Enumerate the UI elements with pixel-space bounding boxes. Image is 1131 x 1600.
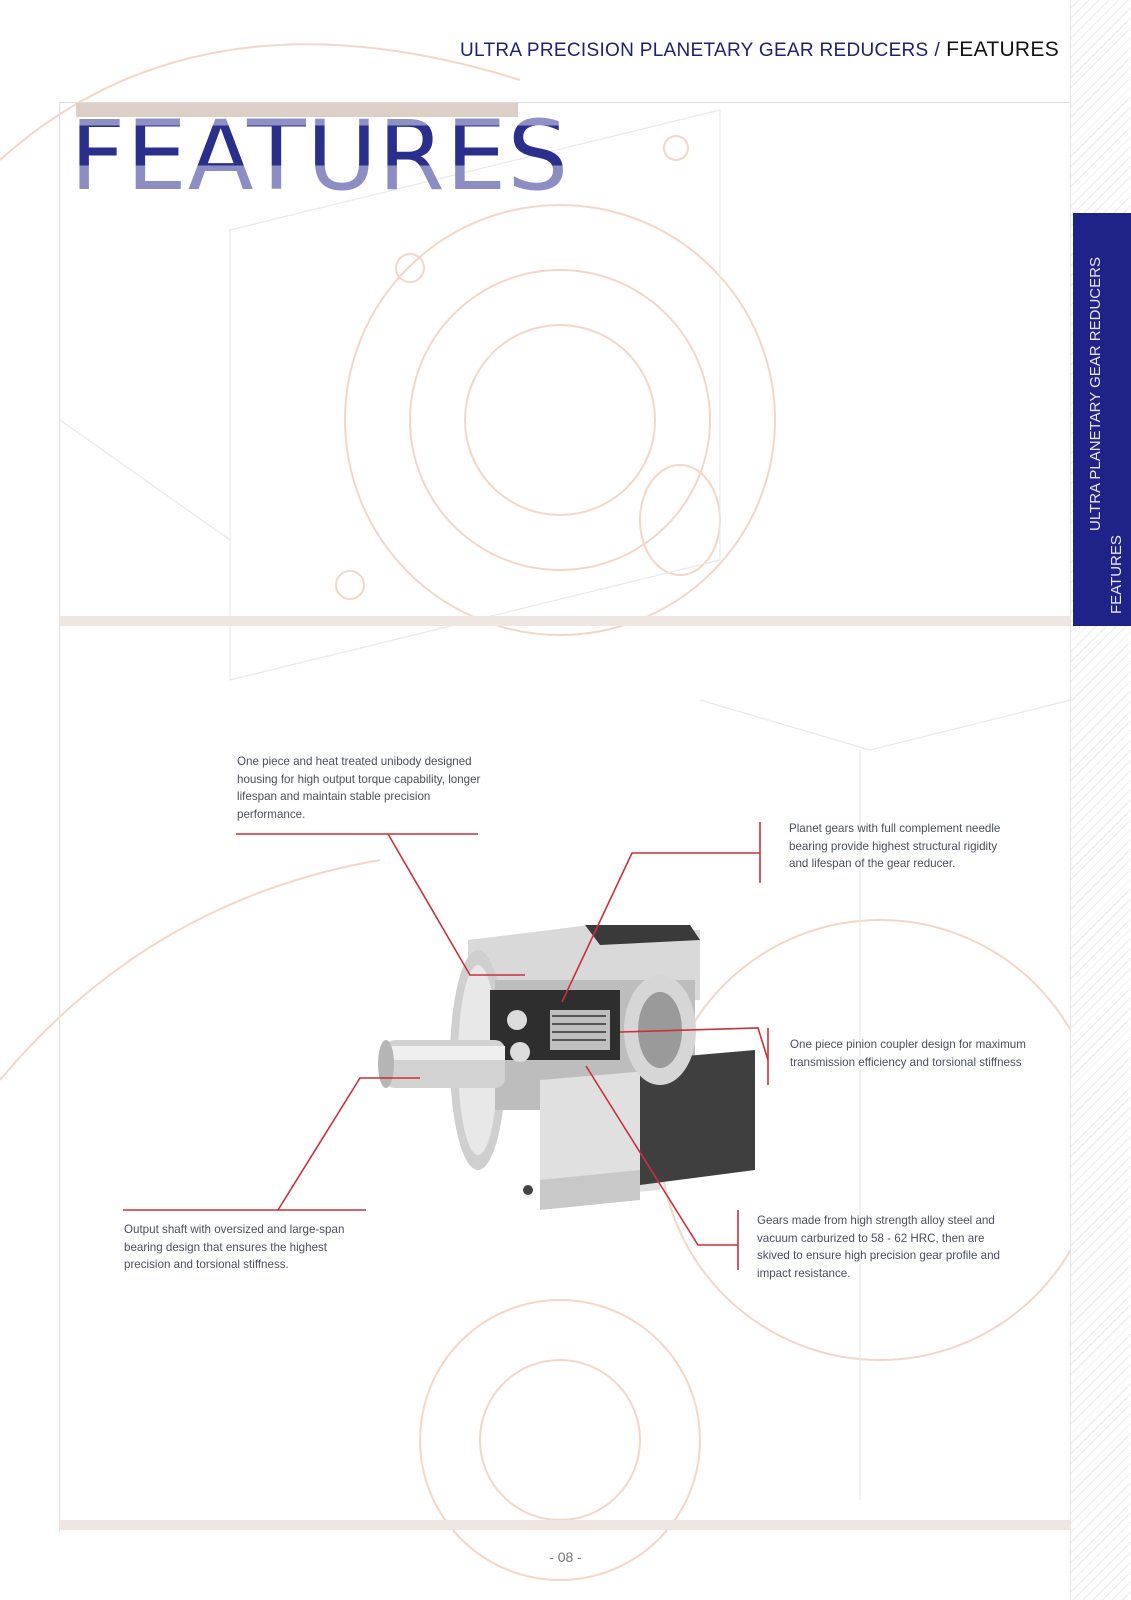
side-tab-section: ULTRA PLANETARY GEAR REDUCERS [1087, 257, 1104, 531]
frame-line-top [59, 102, 1071, 103]
callout-housing: One piece and heat treated unibody desig… [237, 755, 481, 822]
callout-planet-gears: Planet gears with full complement needle… [789, 822, 1001, 871]
running-header: ULTRA PRECISION PLANETARY GEAR REDUCERS/… [460, 38, 1059, 62]
frame-line-right [1070, 0, 1071, 1600]
callout-output-shaft: Output shaft with oversized and large-sp… [124, 1223, 345, 1272]
section-divider [59, 616, 1071, 626]
header-section: ULTRA PRECISION PLANETARY GEAR REDUCERS [460, 40, 929, 61]
side-tab: ULTRA PLANETARY GEAR REDUCERS FEATURES [1073, 213, 1131, 626]
frame-line-left [59, 102, 60, 1532]
side-tab-current: FEATURES [1108, 535, 1125, 614]
callout-gears-material: Gears made from high strength alloy stee… [757, 1214, 1000, 1281]
page-number: - 08 - [549, 1549, 582, 1565]
header-current: FEATURES [946, 38, 1059, 61]
callout-pinion-coupler: One piece pinion coupler design for maxi… [790, 1038, 1026, 1069]
footer-bar [59, 1520, 1071, 1530]
header-separator: / [934, 40, 941, 61]
title-accent-bar [76, 103, 518, 117]
page-title: FEATURES [70, 100, 570, 212]
